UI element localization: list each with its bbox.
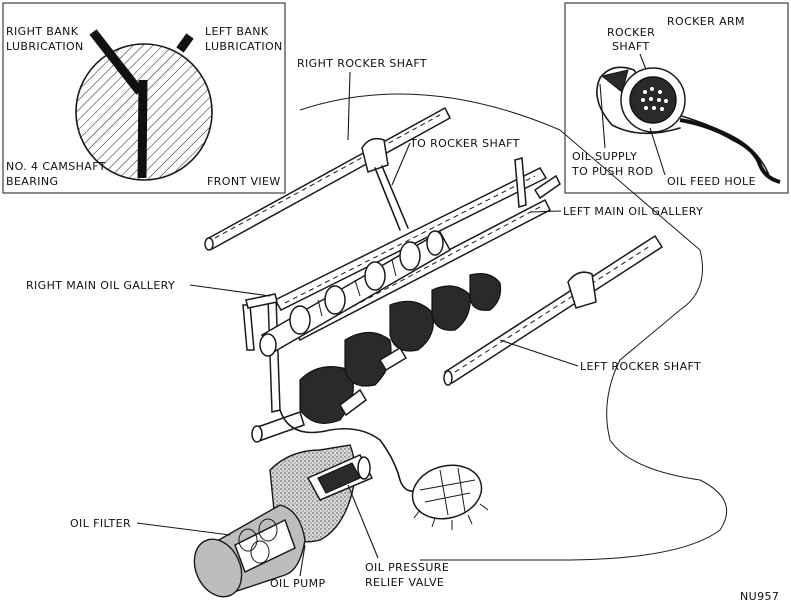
right-bank-lubrication-label: RIGHT BANK LUBRICATION xyxy=(6,25,84,53)
left-bank-lubrication-label: LEFT BANK LUBRICATION xyxy=(205,25,283,53)
rocker-arm-inset: ROCKER ARM ROCKER SHAFT OIL SUPPLY TO PU… xyxy=(564,2,789,194)
svg-text:NO. 4 CAMSHAFT: NO. 4 CAMSHAFT xyxy=(6,160,106,173)
svg-text:ROCKER: ROCKER xyxy=(607,26,655,39)
svg-text:RIGHT BANK: RIGHT BANK xyxy=(6,25,79,38)
right-main-oil-gallery-label: RIGHT MAIN OIL GALLERY xyxy=(26,279,175,292)
oil-pump-label: OIL PUMP xyxy=(270,577,326,590)
camshaft-bearing-label: NO. 4 CAMSHAFT BEARING xyxy=(6,160,106,188)
oil-filter xyxy=(193,504,306,598)
front-view-inset: RIGHT BANK LUBRICATION LEFT BANK LUBRICA… xyxy=(2,2,286,194)
oil-pressure-relief-valve xyxy=(306,454,374,501)
svg-text:SHAFT: SHAFT xyxy=(612,40,650,53)
svg-text:OIL SUPPLY: OIL SUPPLY xyxy=(572,150,637,163)
oil-feed-hole-label: OIL FEED HOLE xyxy=(667,175,756,188)
left-rocker-shaft-label: LEFT ROCKER SHAFT xyxy=(580,360,701,373)
svg-text:OIL PRESSURE: OIL PRESSURE xyxy=(365,561,449,574)
right-main-oil-gallery xyxy=(242,293,281,413)
svg-text:TO PUSH ROD: TO PUSH ROD xyxy=(571,165,653,178)
oil-filter-label: OIL FILTER xyxy=(70,517,131,530)
to-rocker-shaft-label: TO ROCKER SHAFT xyxy=(409,137,520,150)
rocker-arm-label: ROCKER ARM xyxy=(667,15,745,28)
figure-code: NU957 xyxy=(740,590,779,600)
svg-text:LUBRICATION: LUBRICATION xyxy=(6,40,84,53)
rocker-shaft-label: ROCKER SHAFT xyxy=(607,26,655,53)
right-rocker-shaft xyxy=(204,106,451,251)
svg-text:LUBRICATION: LUBRICATION xyxy=(205,40,283,53)
camshaft-bearing-section xyxy=(75,29,213,181)
front-view-label: FRONT VIEW xyxy=(207,175,281,188)
left-main-oil-gallery-label: LEFT MAIN OIL GALLERY xyxy=(563,205,703,218)
pushrod-to-rocker-shaft xyxy=(374,165,409,231)
crankshaft xyxy=(251,273,502,443)
oil-pickup-screen xyxy=(411,464,489,530)
camshaft xyxy=(259,230,452,357)
svg-text:LEFT BANK: LEFT BANK xyxy=(205,25,269,38)
oil-return-line xyxy=(279,409,421,493)
svg-text:RELIEF VALVE: RELIEF VALVE xyxy=(365,576,444,589)
rocker-shaft-holes xyxy=(641,87,668,111)
oil-supply-label: OIL SUPPLY TO PUSH ROD xyxy=(571,150,653,178)
engine-block-outline xyxy=(299,93,728,561)
right-rocker-shaft-label: RIGHT ROCKER SHAFT xyxy=(297,57,427,70)
left-rocker-shaft xyxy=(443,234,664,386)
svg-text:BEARING: BEARING xyxy=(6,175,58,188)
oil-pressure-relief-valve-label: OIL PRESSURE RELIEF VALVE xyxy=(365,561,449,589)
